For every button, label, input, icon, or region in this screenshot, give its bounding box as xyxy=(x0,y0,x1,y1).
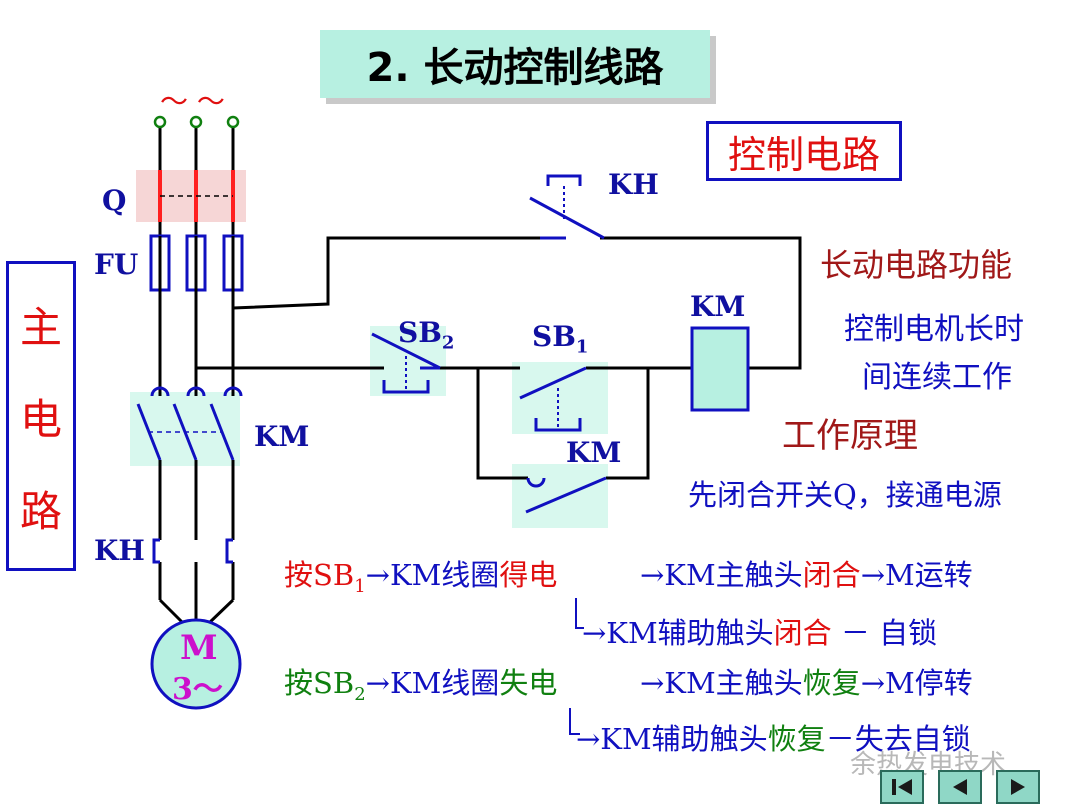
sb2-label: SB2 xyxy=(398,316,455,354)
prev-slide-button[interactable] xyxy=(938,770,982,804)
main-circuit-char-3: 路 xyxy=(19,486,62,536)
km-coil-label: KM xyxy=(690,290,746,323)
function-desc-line-2: 间连续工作 xyxy=(862,360,1012,395)
main-circuit-char-2: 电 xyxy=(19,394,62,444)
stop-sequence-branch: →KM辅助触头恢复－失去自锁 xyxy=(576,722,971,756)
start-sequence-result: →KM主触头闭合→M运转 xyxy=(640,558,973,592)
next-slide-button[interactable] xyxy=(996,770,1040,804)
motor-phase-label: 3～ xyxy=(172,672,223,707)
prev-icon xyxy=(953,779,967,795)
main-circuit-label: 主 电 路 xyxy=(6,261,76,571)
stop-sequence-result: →KM主触头恢复→M停转 xyxy=(640,666,973,700)
page-title: 2. 长动控制线路 xyxy=(320,30,710,98)
ac-supply-symbol: ～ ～ xyxy=(160,85,225,118)
principle-title: 工作原理 xyxy=(782,416,918,456)
sb1-label: SB1 xyxy=(532,320,589,358)
control-circuit-label: 控制电路 xyxy=(706,121,902,181)
main-circuit-char-1: 主 xyxy=(19,302,62,352)
km-aux-label: KM xyxy=(566,436,622,469)
fuse-fu-label: FU xyxy=(94,248,139,281)
next-icon xyxy=(1011,779,1025,795)
first-slide-button[interactable] xyxy=(880,770,924,804)
ctrl-kh-label: KH xyxy=(608,168,659,201)
main-km-label: KM xyxy=(254,420,310,453)
switch-q-label: Q xyxy=(102,184,127,217)
stop-sequence-line: 按SB2→KM线圈失电 xyxy=(284,666,558,705)
principle-step-0: 先闭合开关Q，接通电源 xyxy=(688,478,1002,512)
motor-m-label: M xyxy=(180,628,218,668)
nav-bar xyxy=(880,770,1040,804)
main-kh-label: KH xyxy=(94,534,145,567)
start-sequence-line: 按SB1→KM线圈得电 xyxy=(284,558,558,597)
first-icon xyxy=(892,779,912,795)
function-desc-line-1: 控制电机长时 xyxy=(844,312,1024,347)
start-sequence-branch: →KM辅助触头闭合 － 自锁 xyxy=(582,616,938,650)
function-title: 长动电路功能 xyxy=(820,246,1013,284)
